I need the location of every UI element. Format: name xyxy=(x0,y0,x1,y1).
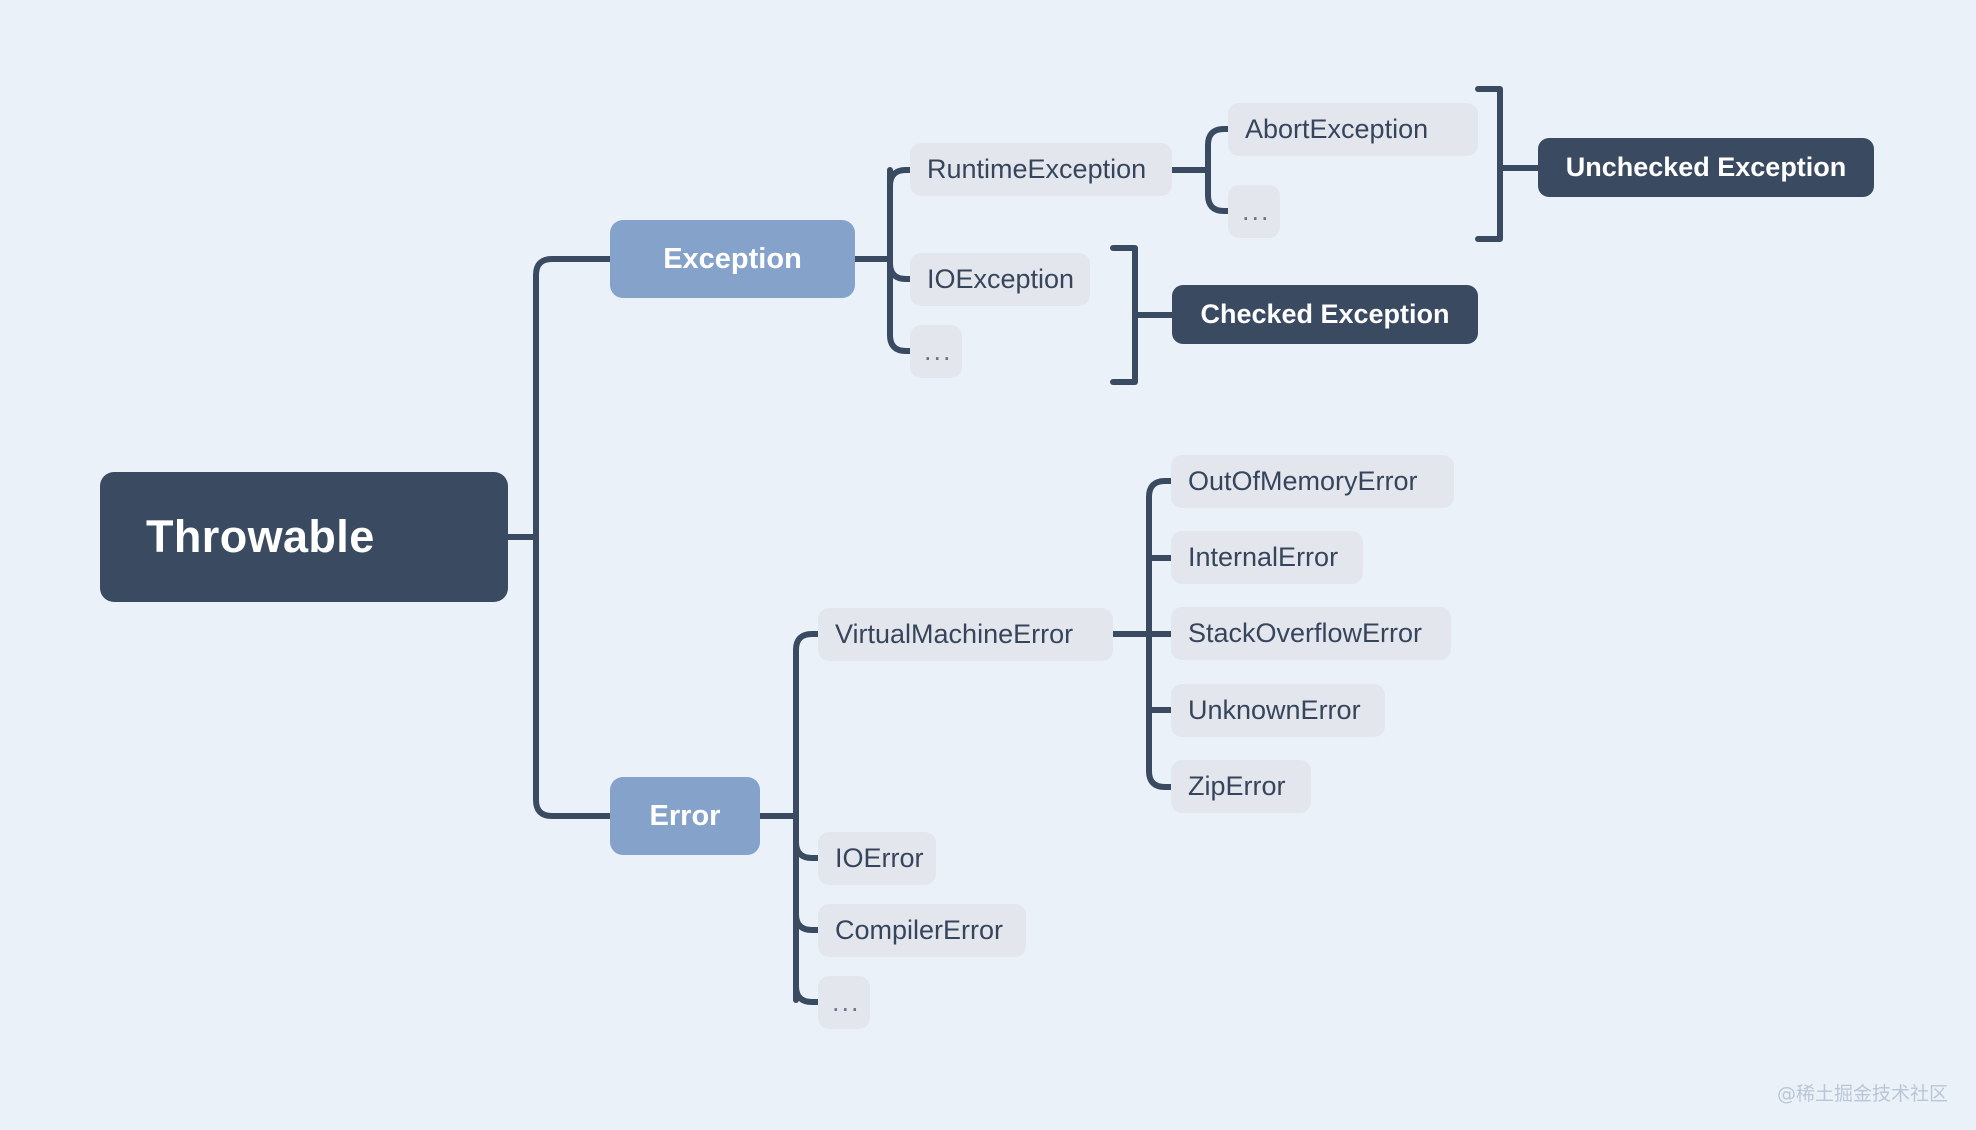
node-virtual-machine-error-label: VirtualMachineError xyxy=(835,619,1074,649)
wire-trunk-error xyxy=(533,534,613,819)
bracket-unchecked-exception xyxy=(1475,86,1503,242)
node-unknown-error-label: UnknownError xyxy=(1188,695,1361,725)
node-zip-error[interactable]: ZipError xyxy=(1171,760,1311,813)
node-out-of-memory-error-label: OutOfMemoryError xyxy=(1188,466,1418,496)
node-io-exception[interactable]: IOException xyxy=(910,253,1090,306)
node-runtime-exception[interactable]: RuntimeException xyxy=(910,143,1172,196)
node-abort-exception-label: AbortException xyxy=(1245,114,1429,144)
node-exception[interactable]: Exception xyxy=(610,220,855,298)
node-virtual-machine-error[interactable]: VirtualMachineError xyxy=(818,608,1113,661)
node-error-label: Error xyxy=(649,799,721,832)
tag-unchecked-exception-label: Unchecked Exception xyxy=(1565,152,1847,182)
node-exception-more-label: ... xyxy=(924,336,953,366)
node-compiler-error[interactable]: CompilerError xyxy=(818,904,1026,957)
watermark: @稀土掘金技术社区 xyxy=(1776,1083,1948,1105)
tag-unchecked-exception[interactable]: Unchecked Exception xyxy=(1538,138,1874,197)
node-stack-overflow-error-label: StackOverflowError xyxy=(1188,618,1423,648)
node-throwable[interactable]: Throwable xyxy=(100,472,508,602)
node-out-of-memory-error[interactable]: OutOfMemoryError xyxy=(1171,455,1454,508)
node-runtime-more[interactable]: ... xyxy=(1228,185,1280,238)
node-throwable-label: Throwable xyxy=(146,511,375,562)
node-exception-label: Exception xyxy=(663,242,802,275)
node-unknown-error[interactable]: UnknownError xyxy=(1171,684,1385,737)
node-compiler-error-label: CompilerError xyxy=(835,915,1004,945)
node-io-exception-label: IOException xyxy=(927,264,1075,294)
node-exception-more[interactable]: ... xyxy=(910,325,962,378)
node-stack-overflow-error[interactable]: StackOverflowError xyxy=(1171,607,1451,660)
node-abort-exception[interactable]: AbortException xyxy=(1228,103,1478,156)
node-internal-error-label: InternalError xyxy=(1188,542,1339,572)
node-runtime-exception-label: RuntimeException xyxy=(927,154,1147,184)
bracket-checked-exception xyxy=(1110,245,1138,385)
node-internal-error[interactable]: InternalError xyxy=(1171,531,1363,584)
node-zip-error-label: ZipError xyxy=(1188,771,1286,801)
tag-checked-exception-label: Checked Exception xyxy=(1200,299,1450,329)
node-runtime-more-label: ... xyxy=(1242,196,1271,226)
node-error-more-label: ... xyxy=(832,987,861,1017)
node-error[interactable]: Error xyxy=(610,777,760,855)
tag-checked-exception[interactable]: Checked Exception xyxy=(1172,285,1478,344)
node-io-error-label: IOError xyxy=(835,843,924,873)
wire-trunk-exception xyxy=(533,256,613,540)
node-error-more[interactable]: ... xyxy=(818,976,870,1029)
node-io-error[interactable]: IOError xyxy=(818,832,936,885)
